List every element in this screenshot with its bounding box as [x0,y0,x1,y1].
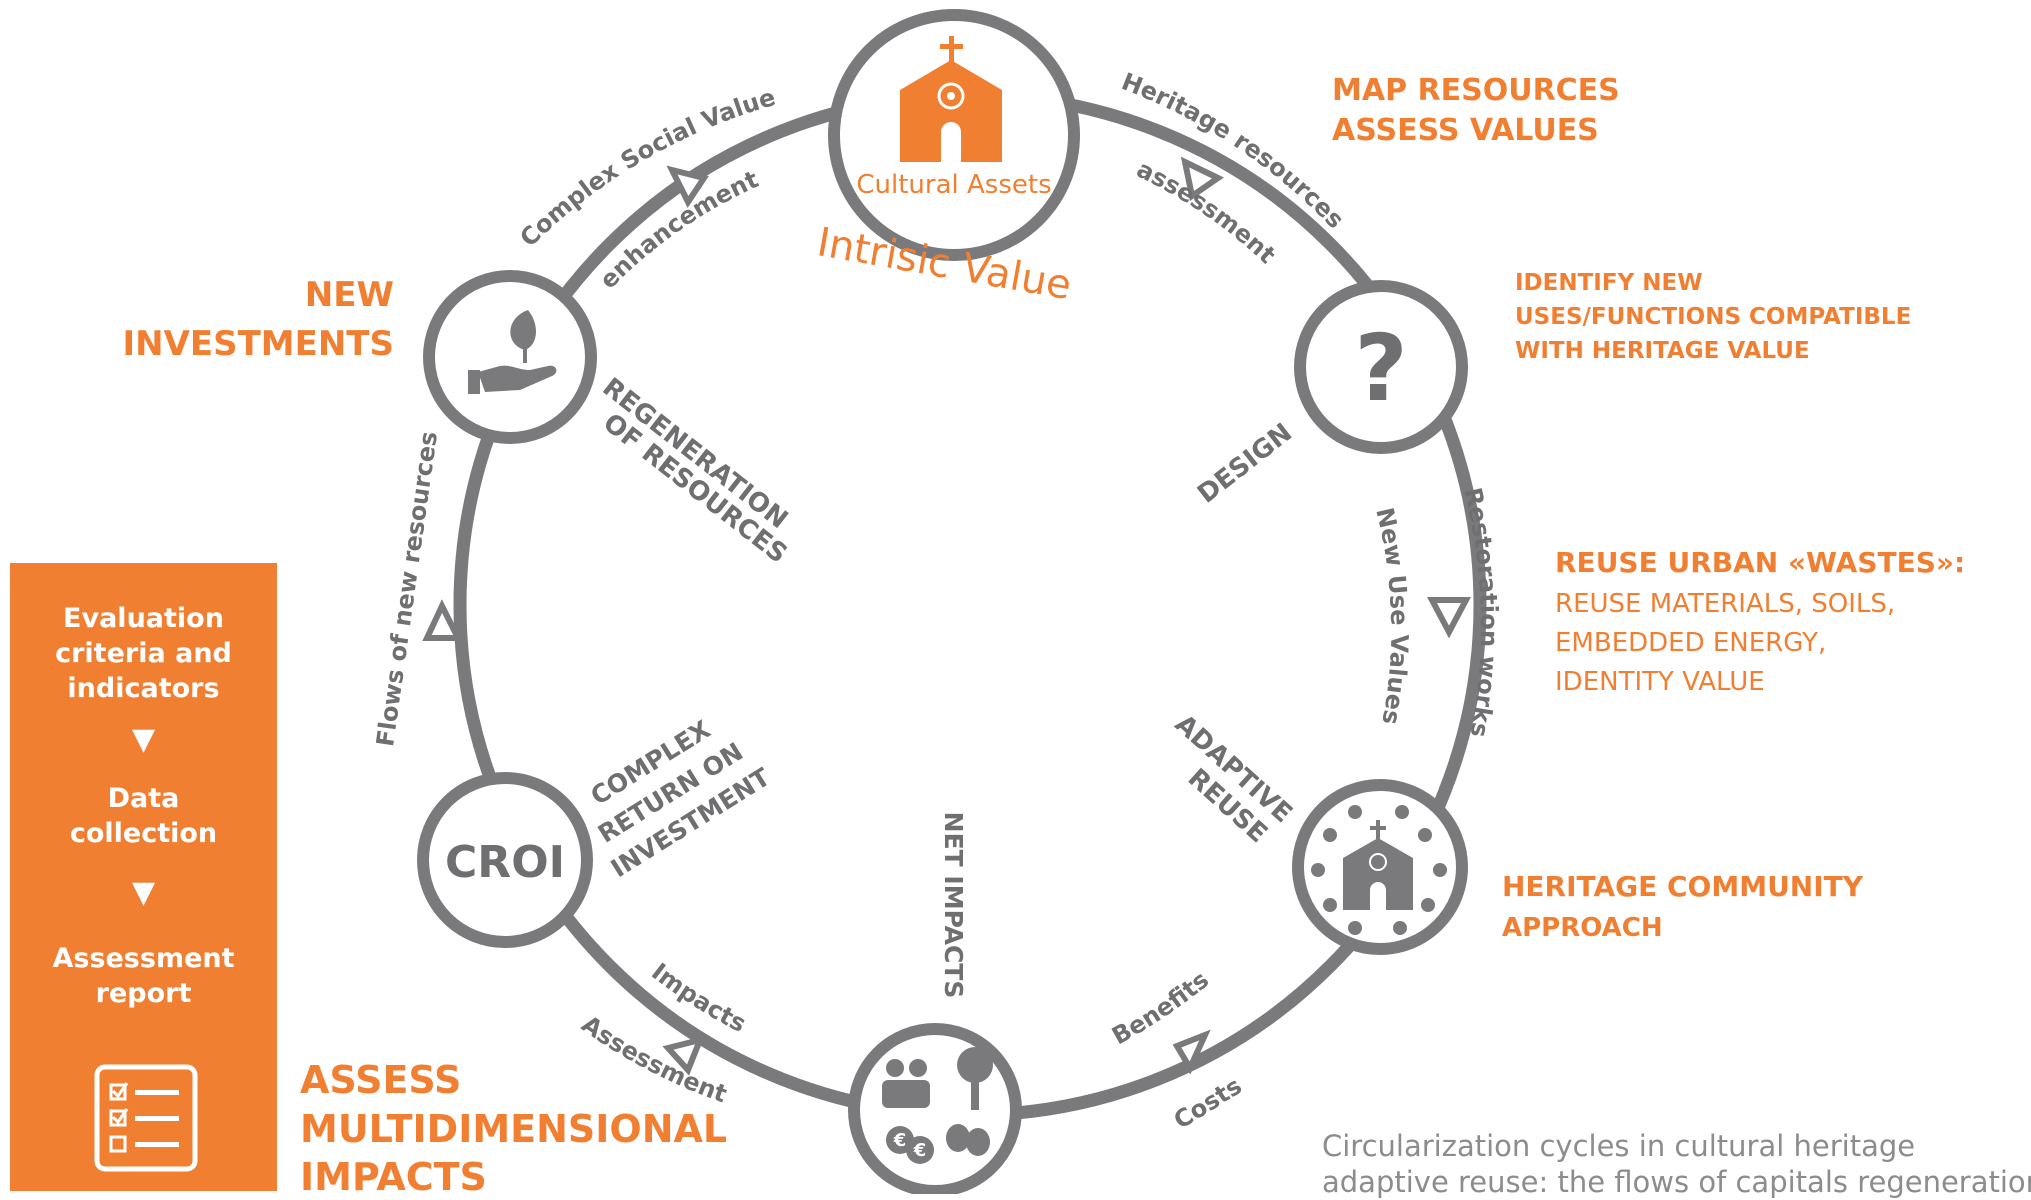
annotation-heritage-community: HERITAGE COMMUNITY [1502,870,1864,903]
flow-costs: Costs [1169,1072,1247,1135]
node-adaptive-reuse [1292,779,1468,955]
annotation-new: NEW [305,275,394,315]
church-icon [900,36,1002,162]
figure-caption: Circularization cycles in cultural herit… [1322,1128,2031,1200]
node-net-impacts: € € [848,1023,1022,1194]
annotation-reuse-title: REUSE URBAN «WASTES»: [1555,546,1965,579]
annotation-map-resources: MAP RESOURCES [1332,73,1620,108]
annotation-multidimensional: MULTIDIMENSIONAL [300,1107,727,1151]
node-cultural-assets: Cultural Assets [828,9,1080,261]
checklist-icon [94,1064,198,1172]
annotation-reuse-item-2: EMBEDDED ENERGY, [1555,628,1826,658]
net-impacts-label: NET IMPACTS [939,812,968,999]
flow-complex-social-value: Complex Social Value [515,83,779,252]
panel-arrow-1: ▼ [131,722,156,757]
design-label: DESIGN [1192,418,1298,510]
flow-arrow-left [422,599,463,641]
croi-label: CROI [445,837,565,888]
annotation-identify-3: WITH HERITAGE VALUE [1515,338,1810,364]
panel-step-1-line-1: Evaluation [63,603,224,634]
annotation-reuse-item-3: IDENTITY VALUE [1555,667,1765,697]
caption-line-2: adaptive reuse: the flows of capitals re… [1322,1165,2031,1199]
annotation-impacts: IMPACTS [300,1155,487,1194]
panel-step-1-line-3: indicators [67,673,220,704]
node-design: ? [1294,280,1468,454]
annotation-assess: ASSESS [300,1058,461,1102]
panel-step-3-line-2: report [95,978,192,1009]
question-mark-icon: ? [1354,315,1407,422]
annotation-identify-1: IDENTIFY NEW [1515,270,1703,296]
annotation-assess-values: ASSESS VALUES [1332,113,1599,148]
panel-step-2-line-1: Data [107,783,180,814]
panel-step-1-line-2: criteria and [55,638,232,669]
panel-arrow-2: ▼ [131,875,156,910]
svg-text:€: € [893,1130,907,1151]
node-new-investments [423,270,597,444]
cultural-assets-label: Cultural Assets [856,170,1051,200]
flow-impacts: Impacts [646,958,750,1038]
annotation-reuse-item-1: REUSE MATERIALS, SOILS, [1555,589,1895,619]
community-impacts-icon: € € [882,1047,993,1164]
flow-new-resources: Flows of new resources [371,430,443,749]
annotation-identify-2: USES/FUNCTIONS COMPATIBLE [1515,304,1911,330]
svg-text:€: € [913,1140,927,1161]
flow-arrow-top-right [1180,156,1224,202]
annotation-investments: INVESTMENTS [122,324,394,364]
process-panel: Evaluation criteria and indicators ▼ Dat… [10,563,277,1191]
node-croi: CROI [417,772,593,948]
hand-plant-icon [468,310,557,394]
flow-arrow-top-left [666,165,709,208]
annotation-approach: APPROACH [1502,913,1663,943]
flow-arrow-bottom-left [662,1035,705,1076]
flow-arrow-bottom-right [1172,1029,1211,1075]
panel-step-2-line-2: collection [69,818,218,849]
flow-new-use-values: New Use Values [1370,505,1413,727]
flow-assessment-bottom: Assessment [577,1010,731,1108]
flow-arrow-right [1427,597,1471,639]
panel-step-3-line-1: Assessment [52,943,235,974]
caption-line-1: Circularization cycles in cultural herit… [1322,1129,1916,1163]
church-community-icon [1311,805,1447,935]
